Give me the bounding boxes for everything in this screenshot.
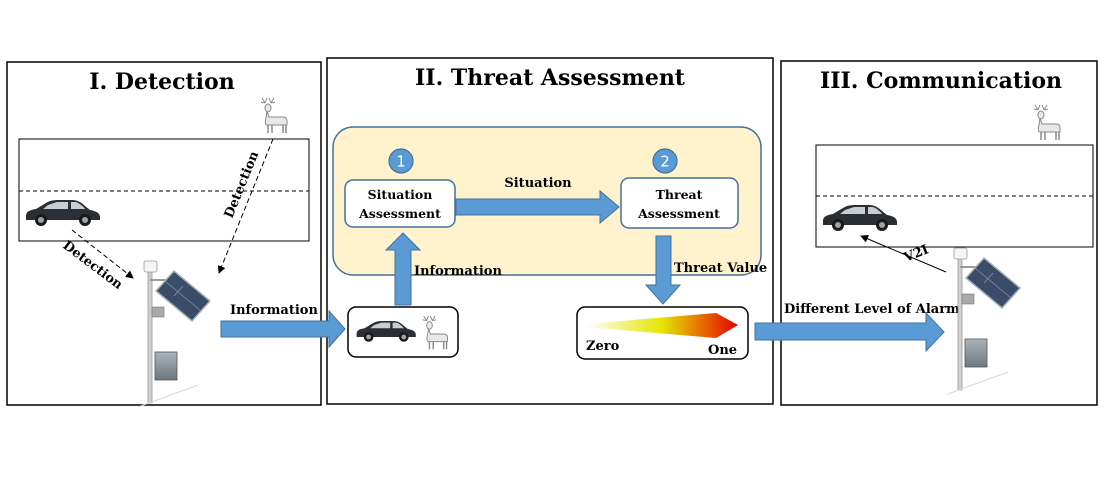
car-detection-arrow bbox=[71, 229, 134, 279]
step1-badge bbox=[388, 148, 414, 174]
information-arrow-label: Information bbox=[230, 303, 318, 318]
communication-title: III. Communication bbox=[820, 68, 1062, 94]
flow-arrows bbox=[220, 189, 945, 353]
info-to-sensor-arrow bbox=[220, 309, 346, 349]
situation-arrow-label: Situation bbox=[504, 176, 572, 191]
deer-detection-arrow bbox=[217, 138, 274, 274]
information-up-label: Information bbox=[414, 264, 502, 279]
step1-number: 1 bbox=[396, 153, 406, 171]
threat-assessment-line1: Threat bbox=[656, 187, 703, 202]
scale-to-alarm-arrow bbox=[754, 311, 945, 353]
situation-assessment-box bbox=[344, 179, 456, 228]
panel-communication: III. Communication V2I Different Level o… bbox=[780, 60, 1098, 406]
communication-road bbox=[815, 144, 1094, 248]
step2-number: 2 bbox=[660, 153, 670, 171]
threat-value-label: Threat Value bbox=[674, 261, 767, 276]
situation-assessment-line2: Assessment bbox=[358, 206, 441, 221]
threat-to-scale-arrow bbox=[644, 235, 682, 305]
v2i-arrow bbox=[860, 235, 947, 273]
detection-road bbox=[18, 138, 310, 242]
situation-to-threat-arrow bbox=[455, 189, 620, 225]
step2-badge bbox=[652, 148, 678, 174]
detection-title: I. Detection bbox=[89, 69, 234, 95]
alarm-arrow-label: Different Level of Alarm bbox=[784, 302, 960, 317]
threat-scale-gradient bbox=[585, 313, 738, 338]
panel-detection: I. Detection Detection Detection Informa… bbox=[6, 61, 322, 408]
panel-threat-assessment: II. Threat Assessment 1 2 Situation Asse… bbox=[326, 57, 774, 405]
threat-title: II. Threat Assessment bbox=[415, 65, 686, 91]
threat-assessment-box bbox=[620, 177, 739, 229]
threat-scale-high: One bbox=[708, 343, 737, 358]
situation-assessment-line1: Situation bbox=[368, 187, 433, 202]
sensor-to-situation-arrow bbox=[384, 232, 422, 306]
threat-assessment-line2: Assessment bbox=[637, 206, 720, 221]
threat-scale-low: Zero bbox=[586, 339, 620, 354]
